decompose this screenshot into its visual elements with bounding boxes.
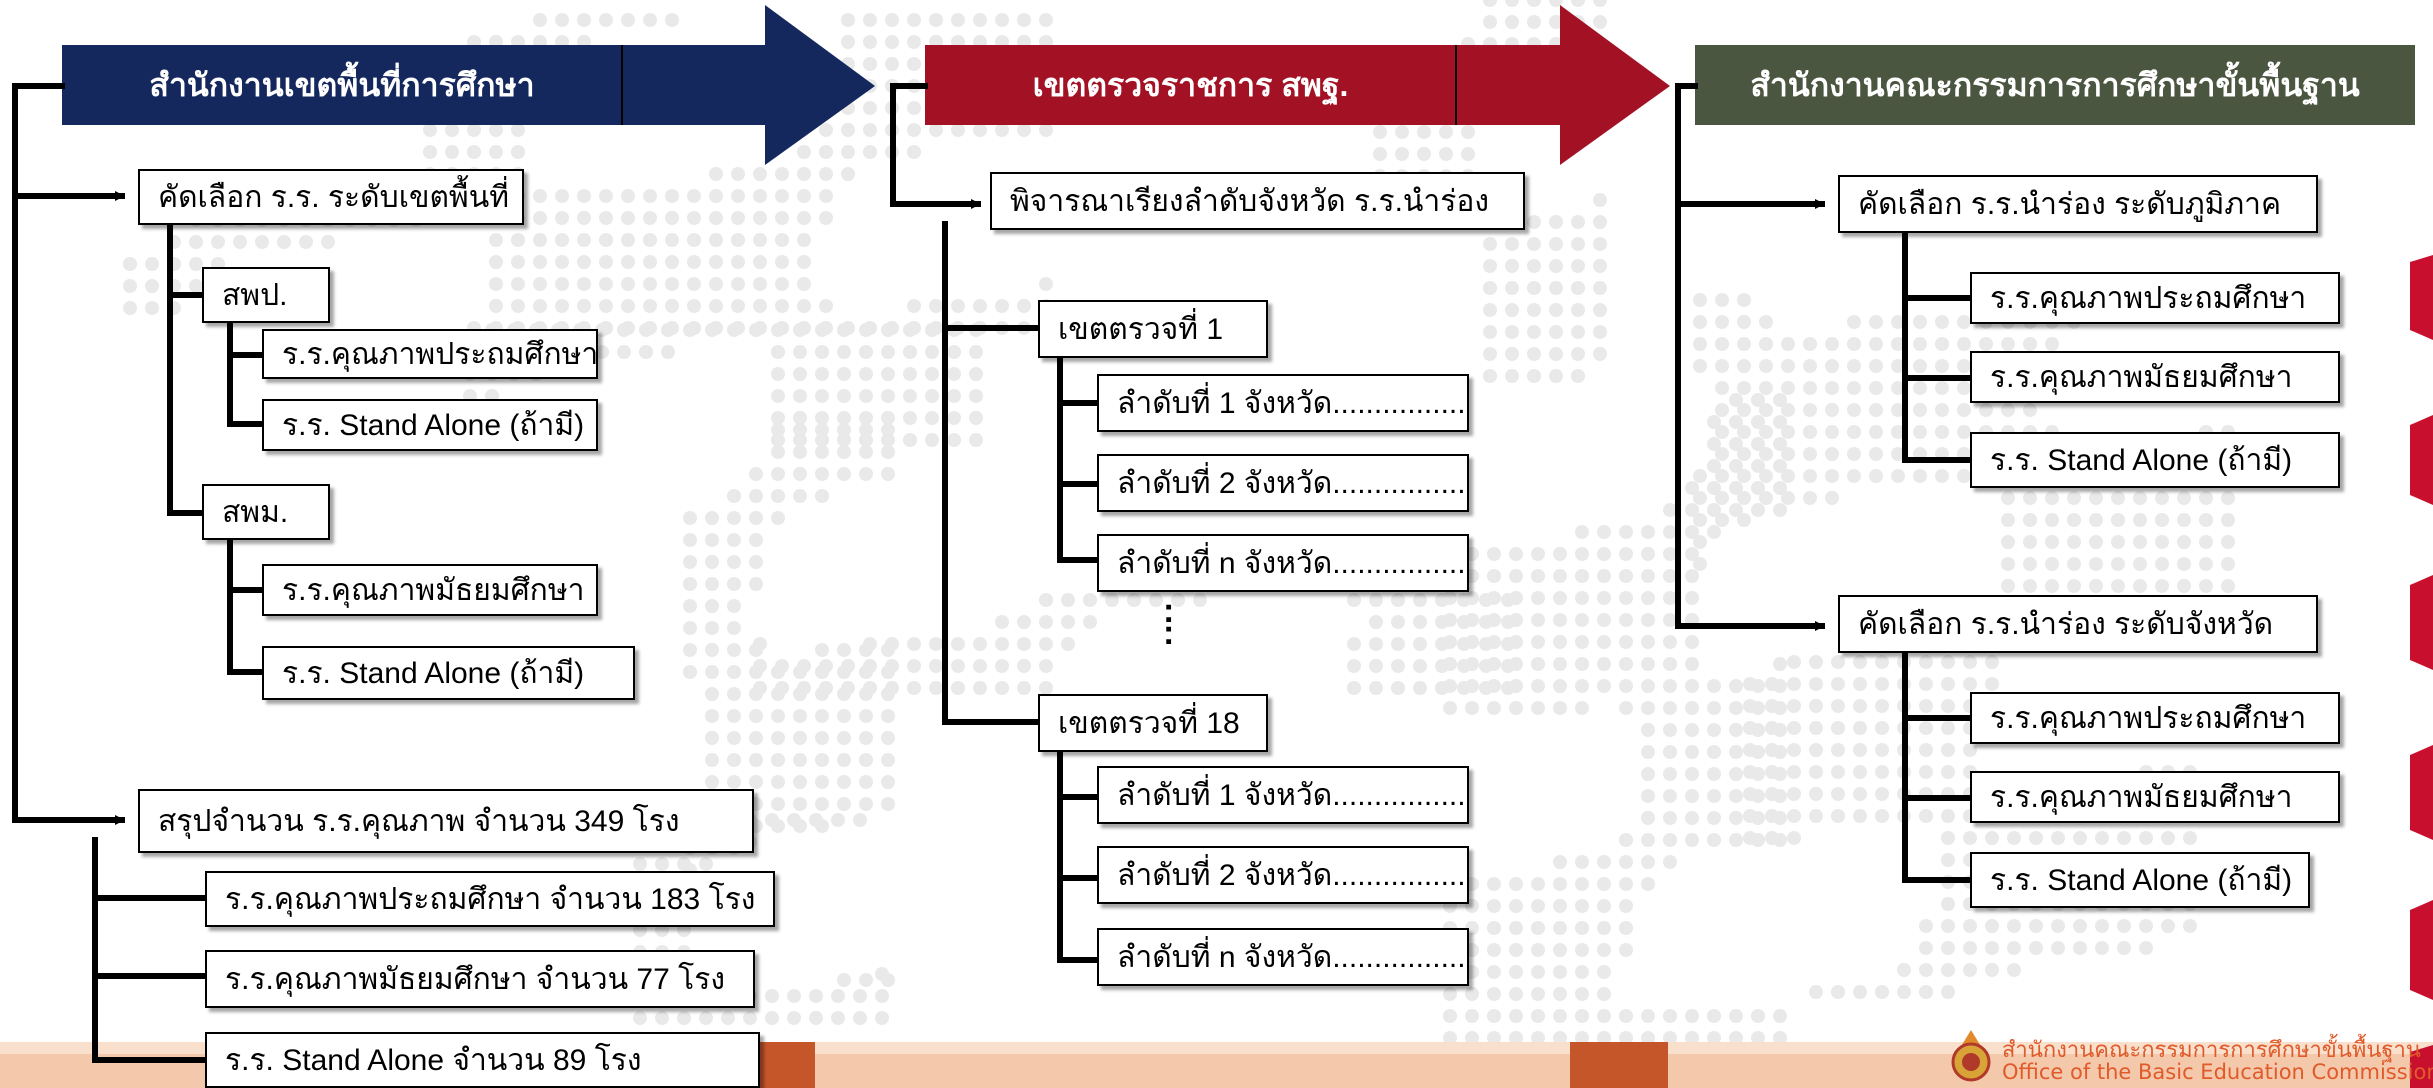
- right-edge-decoration: [2410, 255, 2433, 1088]
- header-arrow-col2: [925, 5, 1670, 165]
- region-secondary-box: ร.ร.คุณภาพมัธยมศึกษา: [1970, 351, 2340, 403]
- spm-box: สพม.: [202, 484, 330, 540]
- province-stand-alone-box: ร.ร. Stand Alone (ถ้ามี): [1970, 852, 2310, 908]
- summary-secondary-box: ร.ร.คุณภาพมัธยมศึกษา จำนวน 77 โรง: [205, 950, 755, 1008]
- summary-stand-alone-box: ร.ร. Stand Alone จำนวน 89 โรง: [205, 1032, 760, 1088]
- zone-1-rank-1-box: ลำดับที่ 1 จังหวัด......................: [1097, 374, 1469, 432]
- zone-18-rank-1-box: ลำดับที่ 1 จังหวัด......................: [1097, 766, 1469, 824]
- header-title-col2: เขตตรวจราชการ สพฐ.: [1032, 66, 1349, 103]
- spm-secondary-quality-box: ร.ร.คุณภาพมัธยมศึกษา: [262, 564, 598, 616]
- spp-box: สพป.: [202, 267, 330, 323]
- summary-primary-box: ร.ร.คุณภาพประถมศึกษา จำนวน 183 โรง: [205, 871, 775, 927]
- region-stand-alone-box: ร.ร. Stand Alone (ถ้ามี): [1970, 432, 2340, 488]
- summary-quality-schools-box: สรุปจำนวน ร.ร.คุณภาพ จำนวน 349 โรง: [138, 789, 754, 853]
- consider-province-order-box: พิจารณาเรียงลำดับจังหวัด ร.ร.นำร่อง: [990, 172, 1525, 230]
- zone-1-rank-2-box: ลำดับที่ 2 จังหวัด.....................: [1097, 454, 1469, 512]
- obec-emblem-icon: [1951, 1030, 1991, 1082]
- spm-stand-alone-box: ร.ร. Stand Alone (ถ้ามี): [262, 646, 635, 700]
- continuation-dots: ::: [1163, 592, 1175, 652]
- select-area-schools-box: คัดเลือก ร.ร. ระดับเขตพื้นที่: [138, 169, 524, 225]
- header-box-col3: [1695, 45, 2415, 125]
- zone-1-rank-n-box: ลำดับที่ n จังหวัด.....................: [1097, 534, 1469, 592]
- select-pilot-regional-box: คัดเลือก ร.ร.นำร่อง ระดับภูมิภาค: [1838, 175, 2318, 233]
- footer-accent-left: [755, 1042, 815, 1088]
- province-secondary-box: ร.ร.คุณภาพมัธยมศึกษา: [1970, 771, 2340, 823]
- spp-stand-alone-box: ร.ร. Stand Alone (ถ้ามี): [262, 399, 598, 451]
- logo-text-english: Office of the Basic Education Commission: [2002, 1060, 2433, 1084]
- zone-1-box: เขตตรวจที่ 1: [1038, 300, 1268, 358]
- header-arrow-col1: [62, 5, 875, 165]
- spp-primary-quality-box: ร.ร.คุณภาพประถมศึกษา: [262, 329, 598, 379]
- zone-18-box: เขตตรวจที่ 18: [1038, 694, 1268, 752]
- header-title-col3: สำนักงานคณะกรรมการการศึกษาขั้นพื้นฐาน: [1750, 66, 2360, 103]
- zone-18-rank-2-box: ลำดับที่ 2 จังหวัด.....................: [1097, 846, 1469, 904]
- zone-18-rank-n-box: ลำดับที่ n จังหวัด.....................: [1097, 928, 1469, 986]
- select-pilot-province-box: คัดเลือก ร.ร.นำร่อง ระดับจังหวัด: [1838, 595, 2318, 653]
- header-title-col1: สำนักงานเขตพื้นที่การศึกษา: [149, 66, 535, 103]
- footer-accent-right: [1570, 1042, 1668, 1088]
- province-primary-box: ร.ร.คุณภาพประถมศึกษา: [1970, 692, 2340, 744]
- region-primary-box: ร.ร.คุณภาพประถมศึกษา: [1970, 272, 2340, 324]
- logo-text-thai: สำนักงานคณะกรรมการการศึกษาขั้นพื้นฐาน: [2002, 1038, 2421, 1063]
- header-arrows: [62, 5, 2415, 165]
